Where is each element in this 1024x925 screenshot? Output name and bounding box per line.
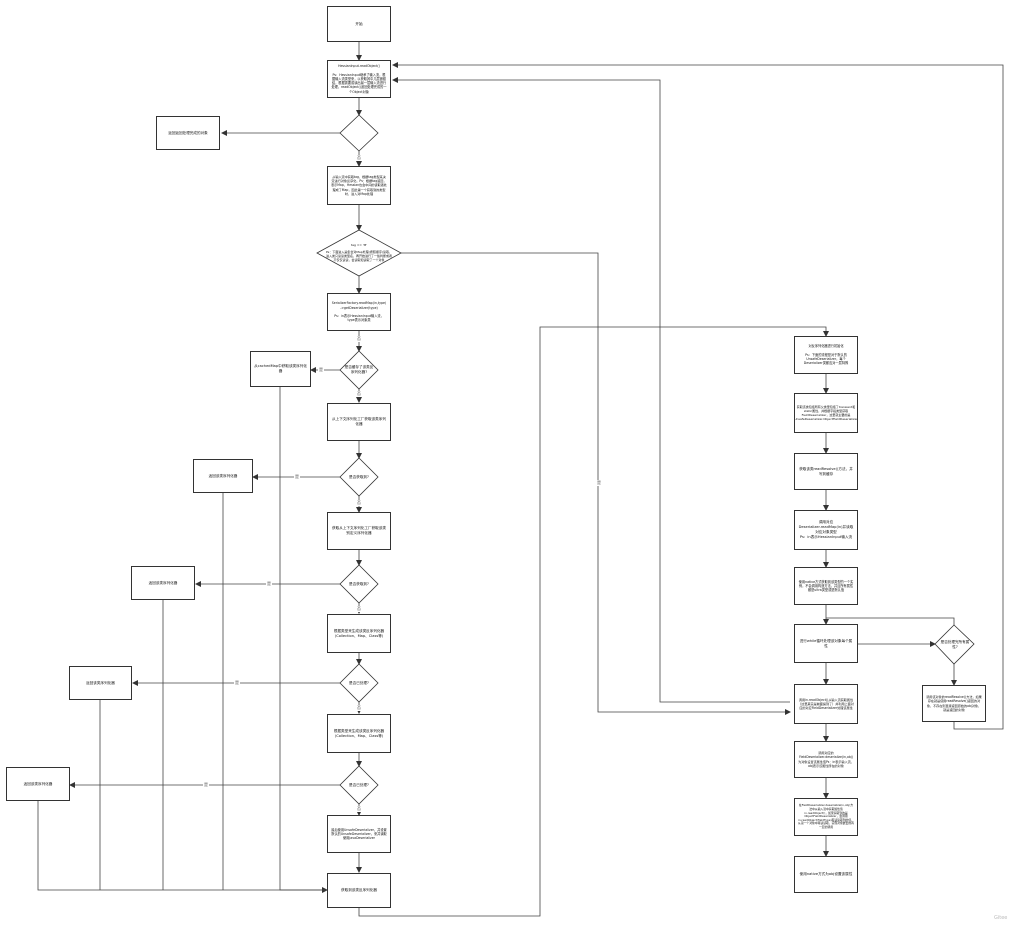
read-object-field-node: 调用in.readObject()从输入流获取属性（这里其实是前面提到了）并利用… <box>794 684 858 724</box>
read-resolve-node: 获取该类readResolve()方法，并写到缓存 <box>794 453 858 490</box>
return-processed-node: 返回返回处理完成的对象 <box>156 116 220 150</box>
edge-label-no: 否 <box>356 336 362 342</box>
call-resolve-node: 调用该对象的readResolve()方法，如果存在就是使用readResolv… <box>922 685 986 722</box>
final-deserializer-node: 获取到该类反序列化器 <box>327 873 391 908</box>
edge-label-yes: 是 <box>203 782 209 788</box>
return-deserializer-1: 返回该类序列化器 <box>193 459 253 493</box>
native-instance-node: 使用native方式获取到该类型的一个实例，不会调用构造方法，并且所有属性都是u… <box>794 567 858 605</box>
watermark: Gitee <box>994 915 1008 921</box>
edge-label-no: 否 <box>356 606 362 612</box>
factory-read-map-node: SerializerFactory.readMap(in,type) ->get… <box>327 293 391 331</box>
object-field-deserializer-node: 在FieldDeserializer.deserialize(in,obj)方法… <box>794 798 858 836</box>
edge-label-no: 否 <box>356 155 362 161</box>
fields-done-decision-text: 是否处理完所有属性? <box>940 639 970 649</box>
field-deserialize-node: 调用对应的FieldDeserializer.deserialize(in,ob… <box>794 741 858 778</box>
get-from-factory-node: 从上下文序列化工厂获取该类序列化器 <box>327 403 391 441</box>
tag-decision-text: tag == 'M' Ps：下面进入是集合对Map处理(按照顺序)读取，进入类只… <box>326 242 392 262</box>
edge-label-no: 否 <box>356 391 362 397</box>
edge-label-yes: 是 <box>318 367 324 373</box>
edge-label-no: 否 <box>356 500 362 506</box>
edge-label-yes: 是 <box>294 474 300 480</box>
call-read-map-node: 调用对应Deserializer.readMap(in)并读取对应对象类型 Ps… <box>794 510 858 550</box>
read-object-node: HessianInput.readObject() Ps：HessianInpu… <box>327 60 391 98</box>
got3-decision-text: 是否已处理? <box>349 680 369 685</box>
while-fields-node: 进行while循环处理该对象每个属性 <box>794 624 858 663</box>
get-by-type-node-2: 根据类型来生成该类反序列化器(Collection、Map、Class等) <box>327 714 391 753</box>
edge-label-yes: 是 <box>596 480 602 486</box>
get-custom-node: 获取从上下文序列化工厂获取该类别定义序列化器 <box>327 512 391 550</box>
native-set-field-node: 使用native方式为obj设置该属性 <box>794 856 858 893</box>
return-deserializer-3: 返回该类序列化器 <box>69 666 132 700</box>
edge-label-no: 否 <box>356 806 362 812</box>
unsafe-default-node: 最后使用UnsafeDeserializer，并设置默认的UnsafeDeser… <box>327 815 391 853</box>
got1-decision-text: 是否获取到? <box>349 474 369 479</box>
got2-decision-text: 是否获取到? <box>349 581 369 586</box>
deserializer-init-node: 对反序列化器进行初始化 Ps：下面的流程是对于默认的UnsafeDeserial… <box>794 336 858 374</box>
get-by-type-node-1: 根据类型来生成该类反序列化器(Collection、Map、Class等) <box>327 614 391 653</box>
start-node: 开始 <box>327 6 391 42</box>
edge-label-no: 否 <box>356 705 362 711</box>
read-tag-node: 从输入流中获取tag，根据tag类型来决定进行对象反序化，Ps：根据tag返回，… <box>327 166 391 205</box>
cache-decision-text: 是否缓存了该类反序列化器? <box>344 365 374 374</box>
edge-label-yes: 是 <box>234 680 240 686</box>
get-fields-node: 获取该类包括所有父类里包括了transient和static属性，并根据字段类型… <box>794 393 858 433</box>
got4-decision-text: 是否已处理? <box>349 782 369 787</box>
edge-label-yes: 是 <box>266 581 272 587</box>
return-deserializer-4: 返回该类序列化器 <box>6 767 70 801</box>
cached-map-node: 从cachedMap中获取该类序列化器 <box>250 351 311 387</box>
return-deserializer-2: 返回该类序列化器 <box>131 566 195 600</box>
